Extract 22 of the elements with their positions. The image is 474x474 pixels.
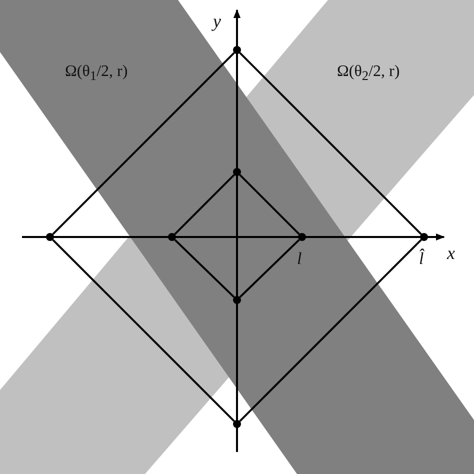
axis-label: y bbox=[213, 12, 221, 30]
axis-label: x bbox=[447, 244, 455, 262]
region-label: Ω(θ$_{2}$/2, r) bbox=[337, 64, 400, 83]
diamond-edge bbox=[174, 239, 235, 298]
diamond-edge bbox=[52, 239, 235, 422]
diamond-edge bbox=[239, 239, 300, 298]
vertex-label: l̂ bbox=[419, 250, 424, 267]
vertex-dot bbox=[233, 296, 241, 304]
vertex-dot bbox=[46, 233, 54, 241]
vertex-label: l bbox=[297, 250, 302, 267]
diamond-edge bbox=[239, 174, 300, 235]
vertex-dot bbox=[233, 420, 241, 428]
region-label: Ω(θ$_{1}$/2, r) bbox=[65, 64, 128, 83]
vertex-dot bbox=[233, 46, 241, 54]
diamond-edge bbox=[174, 174, 235, 235]
vertex-dot bbox=[233, 168, 241, 176]
diamond-edge bbox=[52, 52, 235, 235]
diamond-edge bbox=[239, 52, 422, 235]
vertex-dot bbox=[420, 233, 428, 241]
vertex-dot bbox=[168, 233, 176, 241]
vertex-dot bbox=[298, 233, 306, 241]
diamond-edge bbox=[239, 239, 422, 422]
